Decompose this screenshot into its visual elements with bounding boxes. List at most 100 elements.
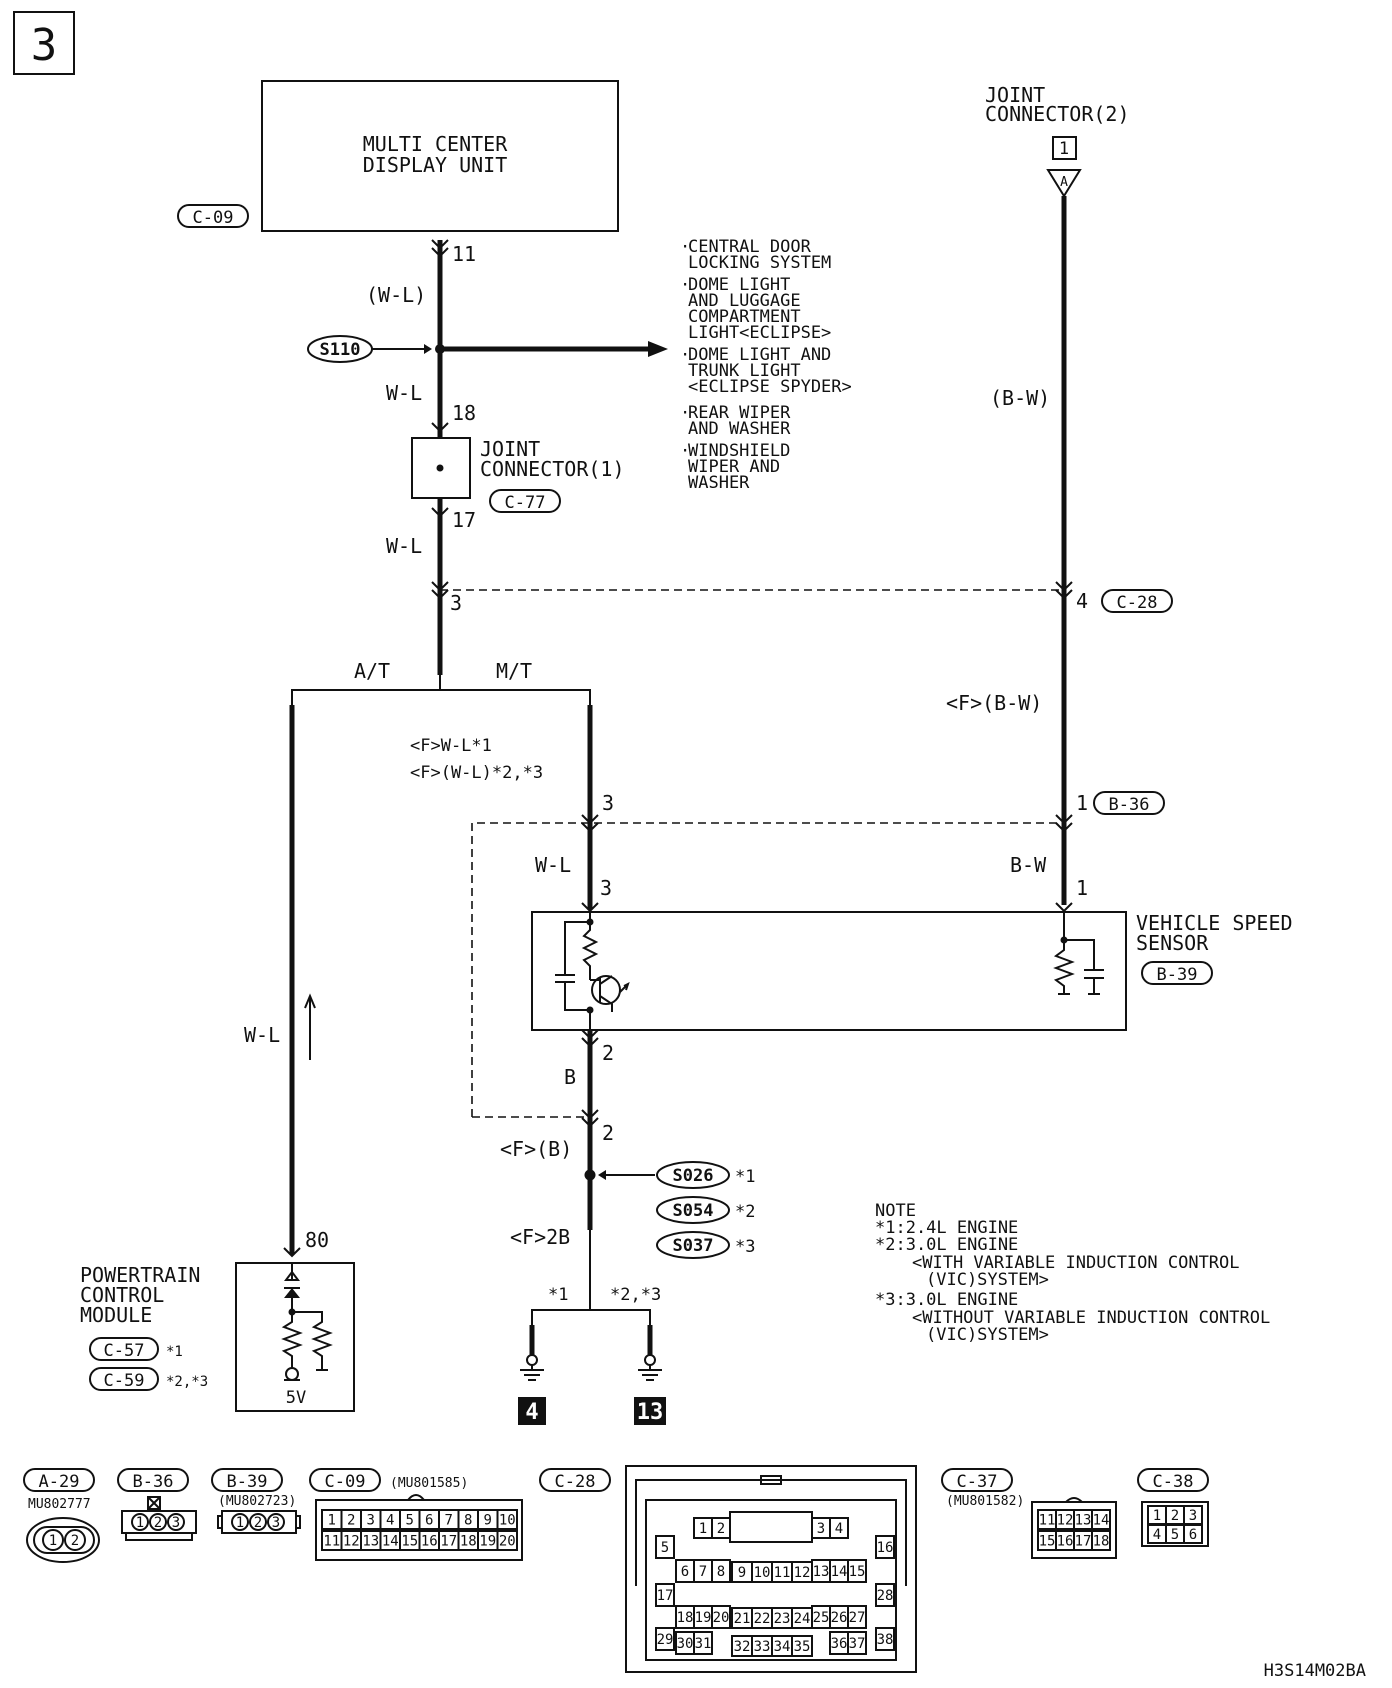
splice-s054: S054 (673, 1201, 714, 1221)
note-2c: (VIC)SYSTEM> (926, 1270, 1049, 1290)
branch-1-line-2: LOCKING SYSTEM (688, 253, 831, 273)
cv-c09-pin: 9 (484, 1513, 492, 1529)
branch-3-line-2: TRUNK LIGHT (688, 361, 801, 381)
cv-c28-pin: 27 (849, 1610, 866, 1626)
cv-b39-part: (MU802723) (218, 1494, 296, 1509)
note-3b: <WITHOUT VARIABLE INDUCTION CONTROL (912, 1308, 1270, 1328)
cv-c09-pin: 14 (382, 1534, 399, 1550)
cv-c28-pin: 3 (817, 1521, 825, 1537)
cv-c28-pin: 2 (717, 1521, 725, 1537)
cv-b39-pin-2: 2 (254, 1515, 262, 1531)
vss-label-1: VEHICLE SPEED (1136, 911, 1293, 935)
wire-f-b: <F>(B) (500, 1137, 572, 1161)
cv-c28-pin: 15 (849, 1564, 866, 1580)
cv-c38-label: C-38 (1153, 1472, 1194, 1492)
pcm-connector-1-note: *1 (166, 1344, 183, 1360)
branch-system-list: · CENTRAL DOOR LOCKING SYSTEM · DOME LIG… (680, 237, 852, 493)
c28-right-pin: 4 (1076, 589, 1088, 613)
splice-s054-note: *2 (735, 1202, 755, 1222)
wire-wl-vss: W-L (535, 853, 571, 877)
cv-c37-pin: 13 (1075, 1513, 1092, 1529)
ground-note-1: *1 (548, 1285, 568, 1305)
label-at: A/T (354, 659, 390, 683)
cv-c28-pin: 9 (738, 1565, 746, 1581)
wire-bw: B-W (1010, 853, 1047, 877)
cv-c28-pin: 4 (835, 1521, 843, 1537)
cv-b39: 1 2 3 (217, 1510, 301, 1534)
cv-c38-pin: 6 (1189, 1527, 1197, 1543)
wire-wl-pcm: W-L (244, 1023, 280, 1047)
pcm-label-3: MODULE (80, 1303, 152, 1327)
branch-5-line-2: WIPER AND (688, 457, 780, 477)
branch-2-line-4: LIGHT<ECLIPSE> (688, 323, 831, 343)
vss-transistor-circuit (555, 912, 1104, 1030)
cv-c28-pin: 33 (754, 1639, 771, 1655)
note-2a: *2:3.0L ENGINE (875, 1235, 1018, 1255)
splice-s110: S110 (320, 340, 361, 360)
cv-c09-pin: 3 (367, 1513, 375, 1529)
cv-c38-pin: 5 (1171, 1527, 1179, 1543)
cv-c28-pin: 8 (717, 1564, 725, 1580)
cv-c28-pin: 11 (774, 1565, 791, 1581)
vss-pin-b: 1 (1076, 876, 1088, 900)
cv-b39-pin-3: 3 (272, 1515, 280, 1531)
cv-b39-pin-1: 1 (236, 1515, 244, 1531)
cv-c28-pin: 31 (695, 1636, 712, 1652)
cv-c28-pin: 24 (794, 1611, 811, 1627)
cv-c28-pin: 21 (734, 1611, 751, 1627)
svg-text:·: · (680, 275, 690, 295)
cv-c28-pin: 5 (661, 1540, 669, 1556)
cv-c09-pin: 12 (343, 1534, 360, 1550)
c28-connector: C-28 (1117, 593, 1158, 613)
cv-c28-pin: 19 (695, 1610, 712, 1626)
wire-wl-paren: (W-L) (366, 283, 426, 307)
branch-3-line-3: <ECLIPSE SPYDER> (688, 377, 852, 397)
branch-2-line-3: COMPARTMENT (688, 307, 801, 327)
jc1-pin-out: 17 (452, 508, 476, 532)
drawing-code: H3S14M02BA (1264, 1661, 1366, 1681)
cv-c37-pin: 18 (1093, 1534, 1110, 1550)
branch-3-line-1: DOME LIGHT AND (688, 345, 831, 365)
vss-connector: B-39 (1157, 965, 1198, 985)
cv-c28-pin: 35 (794, 1639, 811, 1655)
wire-wl-1: W-L (386, 381, 422, 405)
pcm-connector-2: C-59 (104, 1371, 145, 1391)
cv-c28-pin: 7 (699, 1564, 707, 1580)
cv-c09-pin: 1 (328, 1513, 336, 1529)
cv-c09-pin: 13 (362, 1534, 379, 1550)
jc1-label-2: CONNECTOR(1) (480, 457, 625, 481)
cv-c28-pin: 17 (657, 1588, 674, 1604)
cv-c38-pin: 3 (1189, 1508, 1197, 1524)
cv-c09-pin: 17 (440, 1534, 457, 1550)
cv-c28-pin: 34 (774, 1639, 791, 1655)
cv-c37-pin: 11 (1039, 1513, 1056, 1529)
jc2-tag: A (1060, 175, 1068, 190)
note-1: *1:2.4L ENGINE (875, 1218, 1018, 1238)
cv-c09-pin: 5 (406, 1513, 414, 1529)
ground-symbol-right (638, 1354, 662, 1381)
vss-pin-a: 3 (600, 876, 612, 900)
cv-c28-pin: 29 (657, 1632, 674, 1648)
cv-c28-pin: 23 (774, 1611, 791, 1627)
cv-c28-pin: 10 (754, 1565, 771, 1581)
jc2-label-2: CONNECTOR(2) (985, 102, 1130, 126)
jc2-label-1: JOINT (985, 83, 1045, 107)
mcdu-pin: 11 (452, 242, 476, 266)
b36-left-pin: 3 (602, 791, 614, 815)
cv-c38-pin: 2 (1171, 1508, 1179, 1524)
mcdu-label-2: DISPLAY UNIT (363, 153, 508, 177)
wire-f-wl-1: <F>W-L*1 (410, 736, 492, 756)
cv-c28-pin: 38 (877, 1632, 894, 1648)
cv-c28-pin: 20 (713, 1610, 730, 1626)
svg-text:·: · (680, 237, 690, 257)
cv-b39-label: B-39 (227, 1472, 268, 1492)
cv-c09-pin: 15 (401, 1534, 418, 1550)
cv-c09-label: C-09 (325, 1472, 366, 1492)
cv-c09-pin: 11 (323, 1534, 340, 1550)
cv-c28-pin: 36 (831, 1636, 848, 1652)
svg-text:·: · (680, 441, 690, 461)
cv-b36: 1 2 3 (121, 1496, 197, 1541)
